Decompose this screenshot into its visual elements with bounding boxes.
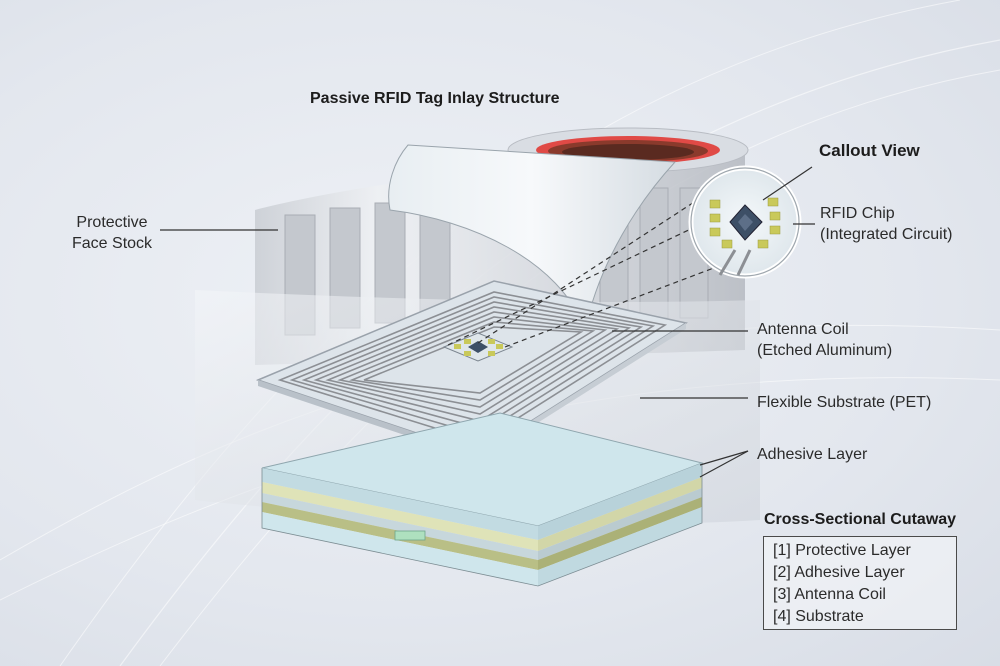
label-antenna-coil-line2: (Etched Aluminum)	[757, 342, 893, 359]
peeling-protective-layer	[388, 144, 677, 332]
legend-title: Cross-Sectional Cutaway	[764, 511, 957, 528]
legend-item-protective: [1] Protective Layer	[773, 542, 911, 559]
legend-item-substrate: [4] Substrate	[773, 608, 864, 625]
label-face-stock-line2: Face Stock	[72, 235, 153, 252]
callout-lens	[688, 165, 802, 279]
label-antenna-coil-line1: Antenna Coil	[757, 321, 849, 338]
label-face-stock: Protective Face Stock	[72, 212, 152, 254]
label-rfid-chip: RFID Chip (Integrated Circuit)	[820, 203, 953, 245]
label-face-stock-line1: Protective	[76, 214, 148, 231]
label-adhesive: Adhesive Layer	[757, 446, 868, 463]
leader-lines	[160, 166, 815, 478]
cross-section-stack	[261, 412, 704, 587]
callout-title: Callout View	[819, 141, 920, 160]
callout-lines	[447, 194, 749, 348]
diagram-title: Passive RFID Tag Inlay Structure	[310, 90, 560, 107]
label-antenna-coil: Antenna Coil (Etched Aluminum)	[757, 319, 892, 361]
legend-box: [1] Protective Layer [2] Adhesive Layer …	[763, 536, 957, 630]
label-substrate: Flexible Substrate (PET)	[757, 394, 932, 411]
legend-item-antenna: [3] Antenna Coil	[773, 586, 886, 603]
legend-item-adhesive: [2] Adhesive Layer	[773, 564, 905, 581]
rfid-chip-small	[442, 332, 514, 362]
label-rfid-chip-line1: RFID Chip	[820, 205, 895, 222]
label-rfid-chip-line2: (Integrated Circuit)	[820, 226, 953, 243]
